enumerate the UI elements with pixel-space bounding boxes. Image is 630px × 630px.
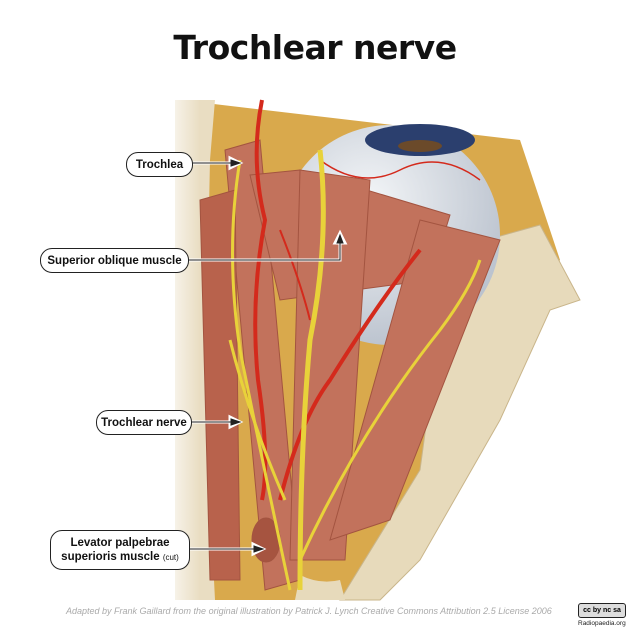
attribution-text: Adapted by Frank Gaillard from the origi… <box>66 606 552 616</box>
label-levator-palpebrae: Levator palpebrae superioris muscle (cut… <box>50 530 190 570</box>
label-levator-line2: superioris muscle <box>61 550 160 563</box>
cc-license-badge: cc by nc sa <box>578 603 626 618</box>
label-superior-oblique-muscle: Superior oblique muscle <box>40 248 189 273</box>
muscles <box>199 139 501 591</box>
label-trochlea: Trochlea <box>126 152 193 177</box>
site-name: Radiopaedia.org <box>578 620 626 627</box>
page-title: Trochlear nerve <box>173 28 457 67</box>
nerves <box>228 149 482 591</box>
label-trochlear-nerve: Trochlear nerve <box>96 410 192 435</box>
label-levator-line1: Levator palpebrae <box>70 536 170 549</box>
label-levator-cut: (cut) <box>162 552 179 562</box>
